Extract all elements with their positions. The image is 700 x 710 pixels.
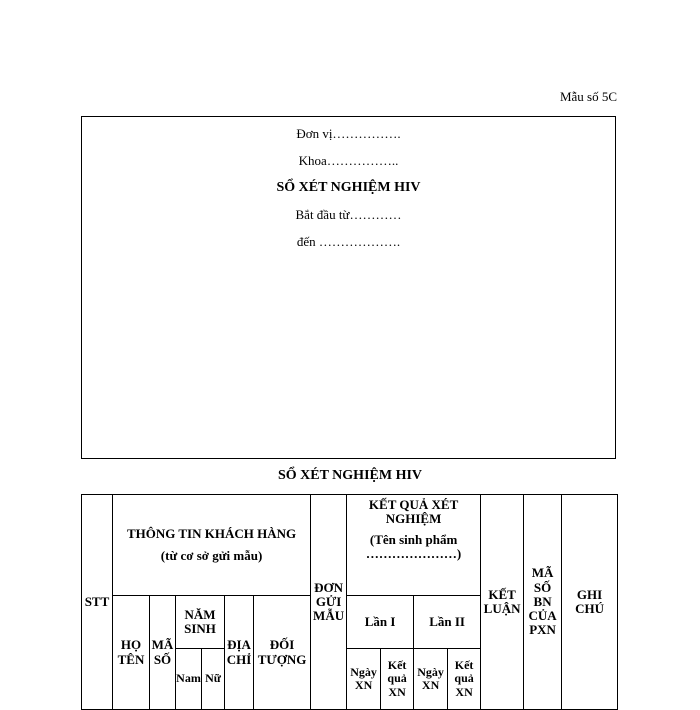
header-result: KẾT QUẢ XÉT NGHIỆM (Tên sinh phẩm ………………… bbox=[346, 494, 482, 596]
header-round-2-date: Ngày XN bbox=[413, 648, 449, 710]
hiv-test-ledger-table: STT THÔNG TIN KHÁCH HÀNG (từ cơ sở gửi m… bbox=[81, 494, 619, 710]
header-round-1-date: Ngày XN bbox=[346, 648, 382, 710]
header-male: Nam bbox=[175, 648, 202, 710]
section-title: SỔ XÉT NGHIỆM HIV bbox=[277, 468, 423, 483]
cover-title: SỔ XÉT NGHIỆM HIV bbox=[276, 180, 421, 195]
end-line: đến ………………. bbox=[296, 234, 401, 249]
department-line: Khoa…………….. bbox=[298, 153, 399, 168]
header-round-2: Lần II bbox=[413, 595, 482, 649]
header-patient-code: MÃ SỐ BN CỦA PXN bbox=[523, 494, 563, 710]
header-round-1: Lần I bbox=[346, 595, 415, 649]
header-stt: STT bbox=[81, 494, 113, 710]
client-info-label: THÔNG TIN KHÁCH HÀNG bbox=[126, 525, 297, 541]
header-subject: ĐỐI TƯỢNG bbox=[252, 595, 312, 710]
header-round-1-result: Kết quả XN bbox=[380, 648, 415, 710]
start-line: Bắt đầu từ………… bbox=[295, 207, 402, 222]
header-notes: GHI CHÚ bbox=[561, 494, 619, 710]
cover-box: Đơn vị……………. Khoa…………….. SỔ XÉT NGHIỆM H… bbox=[81, 116, 616, 459]
result-note: (Tên sinh phẩm …………………) bbox=[365, 531, 462, 561]
header-address: ĐỊA CHỈ bbox=[224, 595, 254, 710]
header-client-info: THÔNG TIN KHÁCH HÀNG (từ cơ sở gửi mẫu) bbox=[111, 494, 312, 596]
header-code: MÃ SỐ bbox=[149, 595, 176, 710]
header-sender-unit: ĐƠN GỬI MẪU bbox=[310, 494, 348, 710]
header-round-2-result: Kết quả XN bbox=[447, 648, 482, 710]
result-label: KẾT QUẢ XÉT NGHIỆM bbox=[368, 497, 459, 527]
client-info-note: (từ cơ sở gửi mẫu) bbox=[160, 548, 263, 563]
header-female: Nữ bbox=[201, 648, 225, 710]
header-birth-year: NĂM SINH bbox=[175, 595, 225, 649]
header-full-name: HỌ TÊN bbox=[112, 595, 150, 710]
header-conclusion: KẾT LUẬN bbox=[480, 494, 525, 710]
unit-line: Đơn vị……………. bbox=[296, 126, 401, 141]
form-code: Mẫu số 5C bbox=[559, 89, 617, 104]
